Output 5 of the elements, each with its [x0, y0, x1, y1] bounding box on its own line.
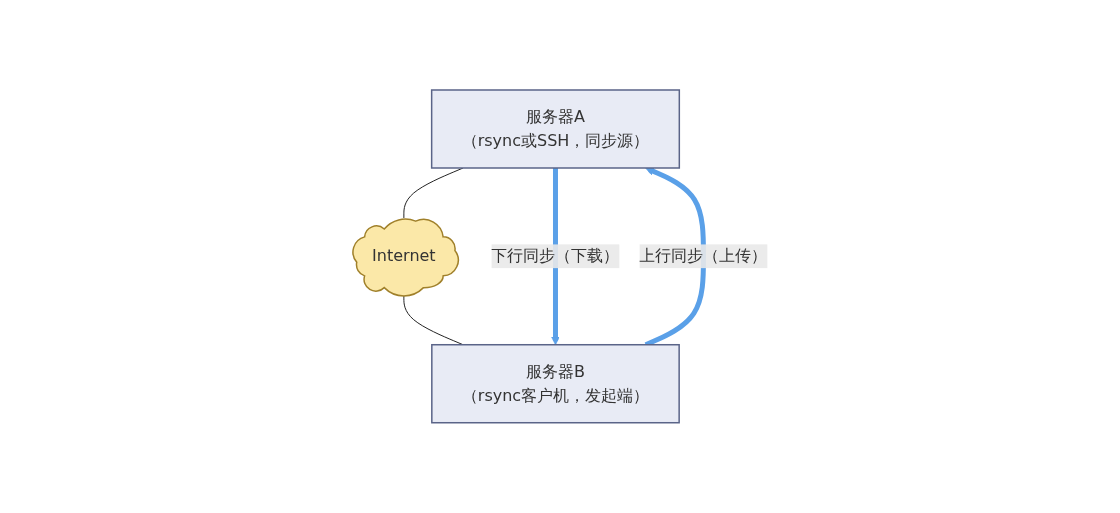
edge-label: 上行同步（上传） — [639, 246, 768, 266]
node-box: 服务器B （rsync客户机，发起端） — [430, 344, 680, 424]
node-box: 服务器A （rsync或SSH，同步源） — [430, 89, 680, 169]
arrow — [550, 168, 560, 346]
edge-label: 下行同步（下载） — [491, 246, 620, 266]
